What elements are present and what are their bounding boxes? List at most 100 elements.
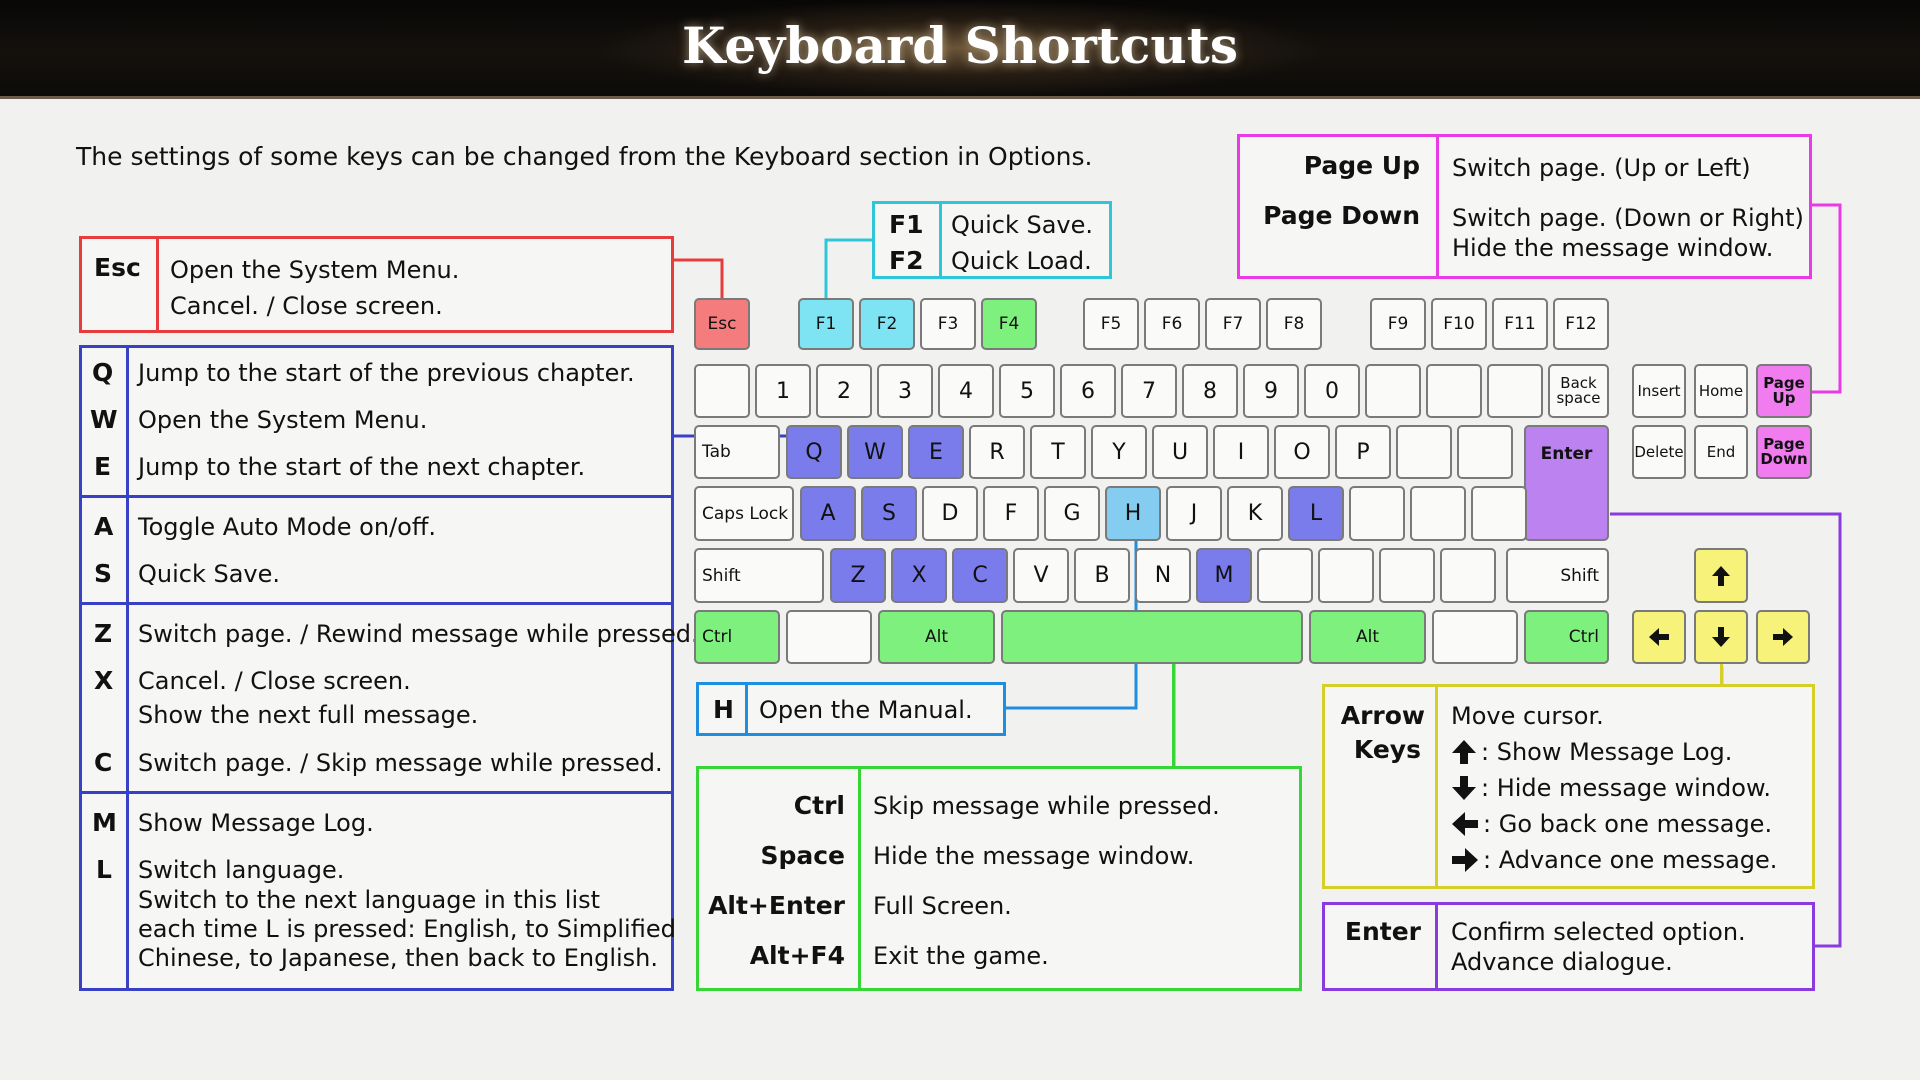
page-panel-desc-up: Switch page. (Up or Left) [1452, 154, 1751, 182]
intro-text: The settings of some keys can be changed… [76, 142, 1093, 171]
key-f2: F2 [859, 298, 915, 350]
key-d: D [922, 486, 978, 541]
key-ctrl-right: Ctrl [1524, 610, 1609, 664]
fkey-panel-desc-f1: Quick Save. [951, 211, 1094, 239]
mods-desc-alt-f4: Exit the game. [873, 942, 1049, 970]
key-minus [1365, 364, 1421, 418]
h-panel: H Open the Manual. [696, 682, 1006, 736]
header-banner: Keyboard Shortcuts [0, 0, 1920, 99]
key-arrow-up [1694, 548, 1748, 603]
letters-key-e: E [94, 452, 112, 481]
letters-desc-m: Show Message Log. [138, 809, 374, 837]
key-comma [1257, 548, 1313, 603]
letters-key-x: X [94, 666, 114, 695]
arrow-right-icon [1452, 848, 1478, 872]
header-glow [600, 0, 1320, 96]
enter-panel-desc-1: Confirm selected option. [1451, 918, 1746, 946]
letters-desc-c: Switch page. / Skip message while presse… [138, 749, 663, 777]
arrow-left-icon [1452, 812, 1478, 836]
key-f: F [983, 486, 1039, 541]
page-panel-key-up: Page Up [1303, 151, 1420, 180]
h-panel-desc: Open the Manual. [759, 696, 973, 724]
letters-divider-1 [82, 495, 671, 498]
key-pagedown: Page Down [1756, 425, 1812, 479]
key-x: X [891, 548, 947, 603]
key-pagedown-line-1: Page [1763, 435, 1805, 453]
letters-desc-l-2: Switch to the next language in this list [138, 886, 601, 914]
arrow-desc-down: : Hide message window. [1481, 774, 1772, 802]
key-bracket-2 [1457, 425, 1513, 479]
enter-panel-separator [1435, 905, 1438, 988]
letters-desc-l: Switch language. [138, 856, 345, 884]
arrow-panel-lead: Move cursor. [1451, 702, 1604, 730]
enter-panel: Enter Confirm selected option. Advance d… [1322, 902, 1815, 991]
key-end: End [1694, 425, 1748, 479]
h-panel-separator [745, 685, 748, 733]
key-2: 2 [816, 364, 872, 418]
fkey-panel-key-f1: F1 [889, 210, 924, 239]
key-ctrl-left: Ctrl [694, 610, 780, 664]
key-6: 6 [1060, 364, 1116, 418]
key-home: Home [1694, 364, 1748, 418]
key-f3: F3 [920, 298, 976, 350]
letters-key-s: S [94, 559, 113, 588]
h-panel-key: H [713, 695, 734, 724]
key-8: 8 [1182, 364, 1238, 418]
key-5: 5 [999, 364, 1055, 418]
key-c: C [952, 548, 1008, 603]
arrow-desc-up: : Show Message Log. [1481, 738, 1733, 766]
key-yen [1487, 364, 1543, 418]
key-alt-right: Alt [1309, 610, 1426, 664]
letters-desc-l-4: Chinese, to Japanese, then back to Engli… [138, 944, 658, 972]
key-arrow-left [1632, 610, 1686, 664]
key-f5: F5 [1083, 298, 1139, 350]
space-to-mods-line [1172, 664, 1175, 766]
letters-desc-x: Cancel. / Close screen. [138, 667, 411, 695]
arrow-panel-separator [1435, 687, 1438, 886]
arrow-to-panel-line [1720, 664, 1723, 684]
key-g: G [1044, 486, 1100, 541]
key-f7: F7 [1205, 298, 1261, 350]
letters-divider-2 [82, 602, 671, 605]
key-i: I [1213, 425, 1269, 479]
key-a: A [800, 486, 856, 541]
mods-key-ctrl: Ctrl [793, 791, 845, 820]
key-n: N [1135, 548, 1191, 603]
letters-key-m: M [92, 808, 117, 837]
arrow-panel: Arrow Keys Move cursor. : Show Message L… [1322, 684, 1815, 889]
key-0: 0 [1304, 364, 1360, 418]
letters-key-z: Z [94, 619, 113, 648]
key-k: K [1227, 486, 1283, 541]
key-p: P [1335, 425, 1391, 479]
esc-panel-key: Esc [94, 253, 141, 282]
esc-panel-separator [156, 239, 159, 330]
letters-desc-s: Quick Save. [138, 560, 281, 588]
key-r: R [969, 425, 1025, 479]
key-arrow-right [1756, 610, 1810, 664]
letters-desc-a: Toggle Auto Mode on/off. [138, 513, 436, 541]
key-t: T [1030, 425, 1086, 479]
key-pagedown-line-2: Down [1760, 450, 1808, 468]
key-b: B [1074, 548, 1130, 603]
key-w: W [847, 425, 903, 479]
letters-desc-l-3: each time L is pressed: English, to Simp… [138, 915, 676, 943]
mods-desc-ctrl: Skip message while pressed. [873, 792, 1220, 820]
arrow-up-icon [1452, 740, 1476, 764]
key-e: E [908, 425, 964, 479]
key-m: M [1196, 548, 1252, 603]
key-f6: F6 [1144, 298, 1200, 350]
key-backspace-line-1: Back [1560, 374, 1597, 392]
letters-desc-e: Jump to the start of the next chapter. [138, 453, 586, 481]
esc-panel: Esc Open the System Menu. Cancel. / Clos… [79, 236, 674, 333]
esc-panel-desc-2: Cancel. / Close screen. [170, 292, 443, 320]
key-f4: F4 [981, 298, 1037, 350]
key-y: Y [1091, 425, 1147, 479]
mods-desc-alt-enter: Full Screen. [873, 892, 1012, 920]
letters-key-a: A [94, 512, 114, 541]
key-arrow-right-icon [1773, 628, 1793, 646]
key-bracket-3 [1471, 486, 1527, 541]
fkey-panel: F1 F2 Quick Save. Quick Load. [872, 201, 1112, 279]
key-semicolon [1349, 486, 1405, 541]
mods-panel-separator [858, 769, 861, 988]
